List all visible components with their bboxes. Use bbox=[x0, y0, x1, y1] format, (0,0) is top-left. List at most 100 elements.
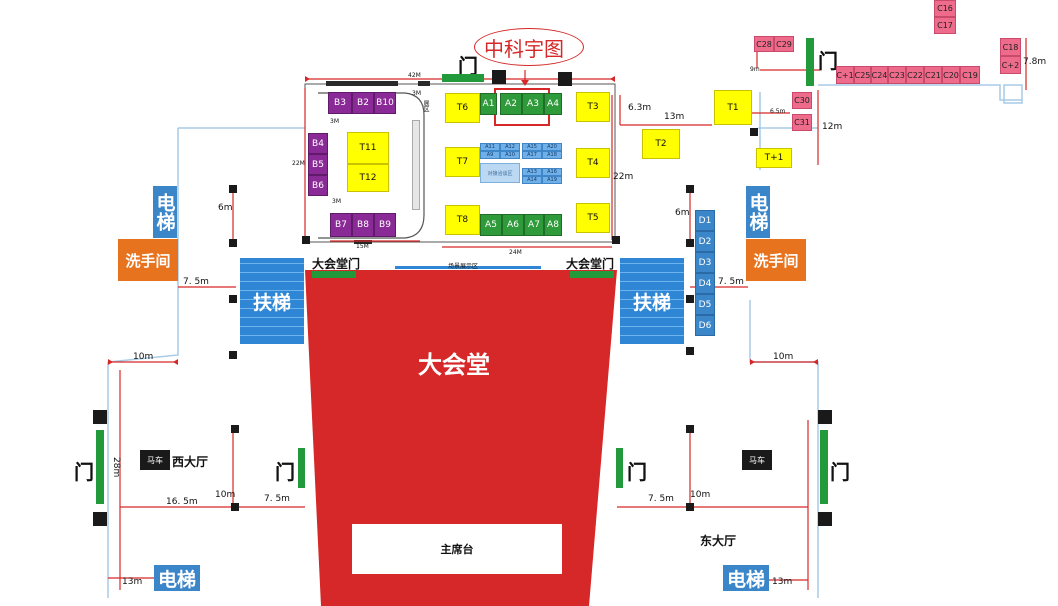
booth-T2[interactable]: T2 bbox=[642, 129, 680, 159]
booth-C20[interactable]: C20 bbox=[942, 66, 960, 84]
booth-A19[interactable]: A19 bbox=[542, 176, 562, 184]
dim-10m-right: 10m bbox=[773, 352, 794, 362]
booth-T8[interactable]: T8 bbox=[445, 205, 480, 235]
booth-B10[interactable]: B10 bbox=[374, 92, 396, 114]
pillar bbox=[93, 512, 107, 526]
escalator-right[interactable]: 扶梯 bbox=[620, 258, 684, 344]
booth-A5[interactable]: A5 bbox=[480, 214, 502, 236]
grand-hall bbox=[305, 270, 617, 606]
booth-A10[interactable]: A10 bbox=[500, 151, 520, 159]
booth-D5[interactable]: D5 bbox=[695, 294, 715, 315]
restroom-left[interactable]: 洗手间 bbox=[118, 239, 178, 281]
pillar bbox=[492, 70, 506, 84]
door-bar-right-top bbox=[806, 38, 814, 86]
callout-label: 中科宇图 bbox=[484, 37, 564, 61]
booth-C22[interactable]: C22 bbox=[906, 66, 924, 84]
booth-D1[interactable]: D1 bbox=[695, 210, 715, 231]
dim-6m-left: 6m bbox=[218, 203, 233, 213]
booth-A8[interactable]: A8 bbox=[544, 214, 562, 236]
pillar bbox=[302, 236, 310, 244]
booth-D4[interactable]: D4 bbox=[695, 273, 715, 294]
booth-C29[interactable]: C29 bbox=[774, 36, 794, 52]
booth-T3[interactable]: T3 bbox=[576, 92, 610, 122]
booth-B3[interactable]: B3 bbox=[328, 92, 352, 114]
booth-D2[interactable]: D2 bbox=[695, 231, 715, 252]
booth-B2[interactable]: B2 bbox=[352, 92, 374, 114]
booth-T7[interactable]: T7 bbox=[445, 147, 480, 177]
pillar bbox=[231, 503, 239, 511]
booth-C21[interactable]: C21 bbox=[924, 66, 942, 84]
booth-Cplus1[interactable]: C+1 bbox=[836, 66, 854, 84]
booth-T1[interactable]: T1 bbox=[714, 90, 752, 125]
pillar bbox=[686, 347, 694, 355]
elevator-right-top[interactable]: 电梯 bbox=[746, 186, 770, 238]
booth-B7[interactable]: B7 bbox=[330, 213, 352, 237]
booth-B9[interactable]: B9 bbox=[374, 213, 396, 237]
pillar bbox=[686, 295, 694, 303]
dim-6m-right: 6m bbox=[675, 208, 690, 218]
pillar bbox=[229, 239, 237, 247]
booth-B8[interactable]: B8 bbox=[352, 213, 374, 237]
booth-C30[interactable]: C30 bbox=[792, 92, 812, 109]
booth-A4[interactable]: A4 bbox=[544, 93, 562, 115]
west-hall-label: 西大厅 bbox=[172, 455, 209, 469]
restroom-right[interactable]: 洗手间 bbox=[746, 239, 806, 281]
door-label-hall-west: 门 bbox=[275, 460, 295, 484]
booth-C28[interactable]: C28 bbox=[754, 36, 774, 52]
booth-B4[interactable]: B4 bbox=[308, 133, 328, 154]
booth-B6[interactable]: B6 bbox=[308, 175, 328, 196]
booth-A9[interactable]: A9 bbox=[480, 151, 500, 159]
booth-A13[interactable]: A13 bbox=[522, 168, 542, 176]
booth-A3[interactable]: A3 bbox=[522, 93, 544, 115]
booth-A7[interactable]: A7 bbox=[524, 214, 544, 236]
elevator-left-top[interactable]: 电梯 bbox=[153, 186, 177, 238]
side-zone-strip bbox=[412, 120, 420, 210]
booth-C23[interactable]: C23 bbox=[888, 66, 906, 84]
booth-A14[interactable]: A14 bbox=[522, 176, 542, 184]
escalator-left[interactable]: 扶梯 bbox=[240, 258, 304, 344]
booth-C17[interactable]: C17 bbox=[934, 17, 956, 34]
booth-T6[interactable]: T6 bbox=[445, 93, 480, 123]
booth-A12[interactable]: A12 bbox=[500, 143, 520, 151]
booth-T12[interactable]: T12 bbox=[347, 164, 389, 192]
booth-A6[interactable]: A6 bbox=[502, 214, 524, 236]
booth-C18[interactable]: C18 bbox=[1000, 38, 1021, 56]
booth-A2[interactable]: A2 bbox=[500, 93, 522, 115]
booth-C31[interactable]: C31 bbox=[792, 114, 812, 131]
dim-22m-right: 22m bbox=[613, 172, 634, 182]
door-label-west: 门 bbox=[74, 460, 94, 484]
booth-Tplus1[interactable]: T+1 bbox=[756, 148, 792, 168]
booth-A17[interactable]: A17 bbox=[522, 151, 542, 159]
booth-A11[interactable]: A11 bbox=[480, 143, 500, 151]
booth-Cplus2[interactable]: C+2 bbox=[1000, 56, 1021, 74]
pillar bbox=[686, 425, 694, 433]
door-bar-hall-east bbox=[616, 448, 623, 488]
booth-T11[interactable]: T11 bbox=[347, 132, 389, 164]
pillar bbox=[818, 512, 832, 526]
booth-A16[interactable]: A16 bbox=[542, 168, 562, 176]
elevator-left-bottom[interactable]: 电梯 bbox=[154, 565, 200, 591]
booth-C16[interactable]: C16 bbox=[934, 0, 956, 17]
carriage-east: 马车 bbox=[742, 450, 772, 470]
dim-13m-right: 13m bbox=[772, 577, 793, 587]
hall-door-bar-left bbox=[312, 271, 356, 278]
booth-A18[interactable]: A18 bbox=[542, 151, 562, 159]
door-label-right-top: 门 bbox=[818, 49, 838, 73]
booth-A15[interactable]: A15 bbox=[522, 143, 542, 151]
booth-C25[interactable]: C25 bbox=[854, 66, 871, 84]
booth-C19[interactable]: C19 bbox=[960, 66, 980, 84]
booth-T4[interactable]: T4 bbox=[576, 148, 610, 178]
pillar bbox=[558, 72, 572, 86]
booth-A20[interactable]: A20 bbox=[542, 143, 562, 151]
booth-C24[interactable]: C24 bbox=[871, 66, 888, 84]
elevator-right-bottom[interactable]: 电梯 bbox=[723, 565, 769, 591]
door-label-top: 门 bbox=[458, 54, 478, 78]
pillar bbox=[612, 236, 620, 244]
booth-D6[interactable]: D6 bbox=[695, 315, 715, 336]
booth-A1[interactable]: A1 bbox=[480, 93, 497, 115]
booth-T5[interactable]: T5 bbox=[576, 203, 610, 233]
dim-7.5m-right: 7. 5m bbox=[718, 277, 744, 287]
booth-D3[interactable]: D3 bbox=[695, 252, 715, 273]
booth-B5[interactable]: B5 bbox=[308, 154, 328, 175]
dim-13m-left: 13m bbox=[122, 577, 143, 587]
